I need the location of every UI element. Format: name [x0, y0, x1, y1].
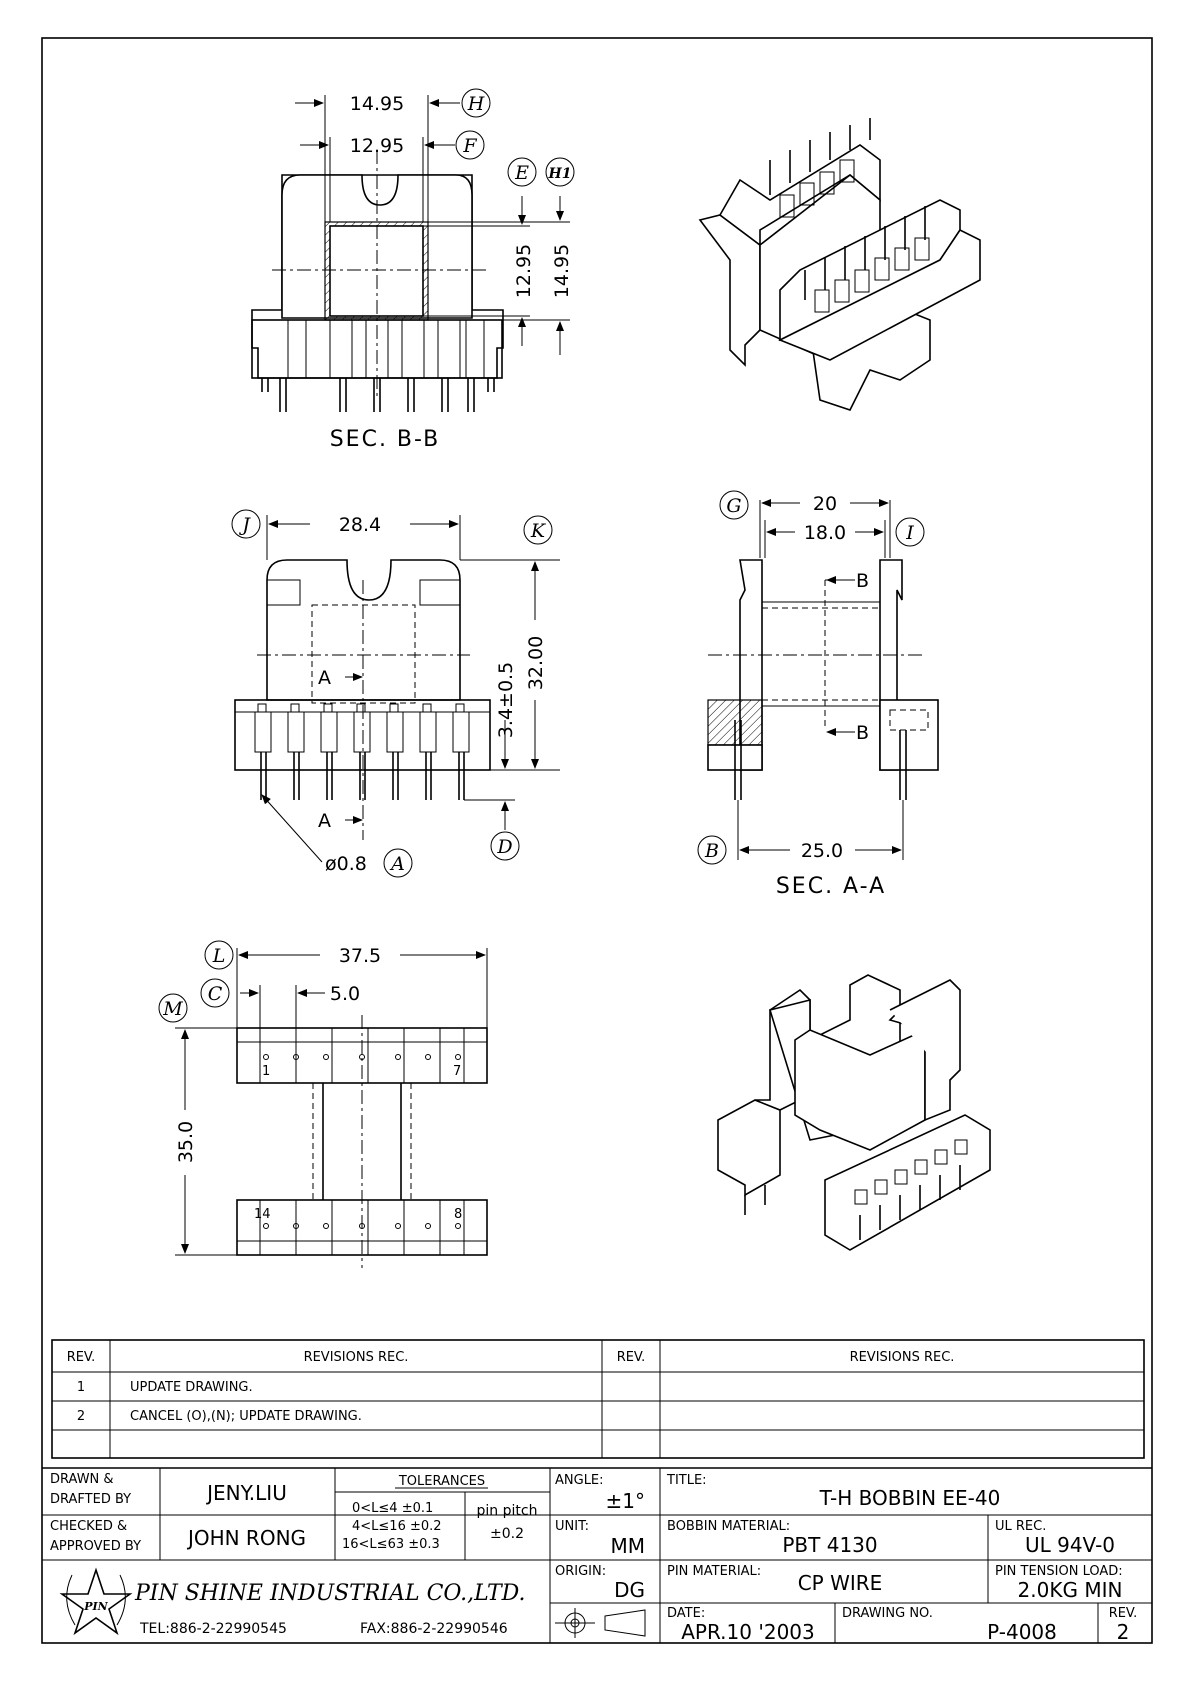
- section-bb-view: 14.95 12.95 12.95 14.95 H F E H1 SEC. B-…: [251, 88, 575, 452]
- callout-j: J: [238, 514, 251, 536]
- rev-row-2-number: 2: [77, 1409, 85, 1424]
- section-aa-view: 20 18.0 25.0 B B G I B SEC. A-A: [697, 490, 939, 899]
- sheet-border: [41, 37, 1153, 1644]
- pin-label-7: 7: [453, 1064, 461, 1079]
- section-mark-a-top: A: [318, 667, 331, 689]
- ul-label: UL REC.: [995, 1519, 1046, 1534]
- section-mark-b-top: B: [856, 570, 869, 592]
- rev-header-right: REV.: [617, 1350, 646, 1365]
- checked-label-1: CHECKED &: [50, 1519, 127, 1534]
- origin-value: DG: [614, 1578, 645, 1602]
- rev-header-left: REV.: [67, 1350, 96, 1365]
- rec-header-right: REVISIONS REC.: [850, 1350, 955, 1365]
- bobbin-material-label: BOBBIN MATERIAL:: [667, 1519, 790, 1534]
- callout-h: H: [467, 93, 485, 115]
- section-mark-b-bottom: B: [856, 722, 869, 744]
- rev-value: 2: [1117, 1620, 1130, 1644]
- callout-i: I: [905, 522, 914, 544]
- callout-m: M: [162, 998, 183, 1020]
- dim-bottom-width: 37.5: [339, 945, 381, 967]
- dim-bb-side-inner: 12.95: [513, 244, 535, 298]
- title-label: TITLE:: [666, 1473, 707, 1488]
- checked-label-2: APPROVED BY: [50, 1539, 141, 1554]
- bottom-view: 1 7 14 8 37.5 5.0 35.0 L C M: [158, 940, 488, 1268]
- dim-front-pin-length: 3.4±0.5: [495, 662, 517, 738]
- dim-bb-top-outer: 14.95: [350, 93, 404, 115]
- pin-pitch-label: pin pitch: [477, 1503, 538, 1519]
- unit-label: UNIT:: [555, 1519, 589, 1534]
- callout-g: G: [726, 495, 741, 517]
- pin-label-8: 8: [454, 1207, 462, 1222]
- title-value: T-H BOBBIN EE-40: [819, 1486, 1001, 1510]
- angle-label: ANGLE:: [555, 1473, 604, 1488]
- tolerance-row-2: 4<L≤16 ±0.2: [352, 1519, 442, 1534]
- drawing-no-value: P-4008: [987, 1620, 1057, 1644]
- date-label: DATE:: [667, 1606, 705, 1621]
- isometric-view-bottom: [717, 974, 991, 1251]
- date-value: APR.10 '2003: [681, 1620, 815, 1644]
- logo-text: PIN: [83, 1600, 108, 1613]
- callout-f: F: [462, 135, 477, 157]
- pin-pitch-value: ±0.2: [490, 1526, 524, 1542]
- rec-header-left: REVISIONS REC.: [304, 1350, 409, 1365]
- dim-front-width: 28.4: [339, 514, 381, 536]
- rev-row-1-number: 1: [77, 1380, 85, 1395]
- dim-bottom-pitch: 5.0: [330, 983, 360, 1005]
- section-bb-title: SEC. B-B: [330, 427, 441, 452]
- callout-h1: H1: [548, 166, 572, 182]
- projection-symbol-icon: [555, 1608, 646, 1638]
- drawn-label-1: DRAWN &: [50, 1472, 114, 1487]
- callout-d: D: [496, 836, 512, 858]
- company-logo-icon: PIN: [59, 1567, 133, 1636]
- dim-bottom-height: 35.0: [175, 1121, 197, 1163]
- dim-front-height: 32.00: [525, 636, 547, 690]
- callout-b: B: [704, 840, 719, 862]
- pin-material-label: PIN MATERIAL:: [667, 1564, 761, 1579]
- title-block: DRAWN & DRAFTED BY JENY.LIU CHECKED & AP…: [42, 1467, 1152, 1644]
- revisions-table: REV. REVISIONS REC. REV. REVISIONS REC. …: [51, 1339, 1145, 1459]
- ul-value: UL 94V-0: [1025, 1533, 1115, 1557]
- isometric-view-top: [698, 118, 981, 411]
- pin-tension-label: PIN TENSION LOAD:: [995, 1564, 1123, 1579]
- rev-row-1-text: UPDATE DRAWING.: [130, 1380, 253, 1395]
- section-mark-a-bottom: A: [318, 810, 331, 832]
- dim-bb-top-inner: 12.95: [350, 135, 404, 157]
- tolerance-row-1: 0<L≤4 ±0.1: [352, 1501, 433, 1516]
- unit-value: MM: [610, 1534, 645, 1558]
- callout-a: A: [389, 853, 405, 875]
- pin-label-14: 14: [254, 1207, 271, 1222]
- drawing-no-label: DRAWING NO.: [842, 1606, 933, 1621]
- front-view: 28.4 32.00 3.4±0.5 A A ø0.8 J K A D: [231, 509, 560, 878]
- angle-value: ±1°: [606, 1489, 645, 1513]
- dim-aa-pins: 25.0: [801, 840, 843, 862]
- checked-by-value: JOHN RONG: [186, 1526, 306, 1550]
- pin-material-value: CP WIRE: [798, 1571, 883, 1595]
- company-name: PIN SHINE INDUSTRIAL CO.,LTD.: [134, 1581, 526, 1606]
- dim-bb-side-outer: 14.95: [551, 244, 573, 298]
- dim-pin-diameter: ø0.8: [325, 853, 367, 875]
- rev-label: REV.: [1109, 1606, 1138, 1621]
- callout-k: K: [530, 520, 547, 542]
- drawn-by-value: JENY.LIU: [205, 1481, 287, 1505]
- dim-aa-inner: 18.0: [804, 522, 846, 544]
- company-tel: TEL:886-2-22990545: [139, 1621, 287, 1637]
- company-fax: FAX:886-2-22990546: [360, 1621, 508, 1637]
- callout-e: E: [514, 162, 529, 184]
- callout-c: C: [208, 983, 223, 1005]
- pin-tension-value: 2.0KG MIN: [1018, 1578, 1123, 1602]
- drawn-label-2: DRAFTED BY: [50, 1492, 131, 1507]
- origin-label: ORIGIN:: [555, 1564, 606, 1579]
- pin-label-1: 1: [262, 1064, 270, 1079]
- tolerance-row-3: 16<L≤63 ±0.3: [342, 1537, 440, 1552]
- tolerances-label: TOLERANCES: [398, 1474, 485, 1489]
- dim-aa-outer: 20: [813, 493, 837, 515]
- callout-l: L: [212, 945, 226, 967]
- rev-row-2-text: CANCEL (O),(N); UPDATE DRAWING.: [130, 1409, 362, 1424]
- bobbin-material-value: PBT 4130: [782, 1533, 877, 1557]
- section-aa-title: SEC. A-A: [776, 874, 886, 899]
